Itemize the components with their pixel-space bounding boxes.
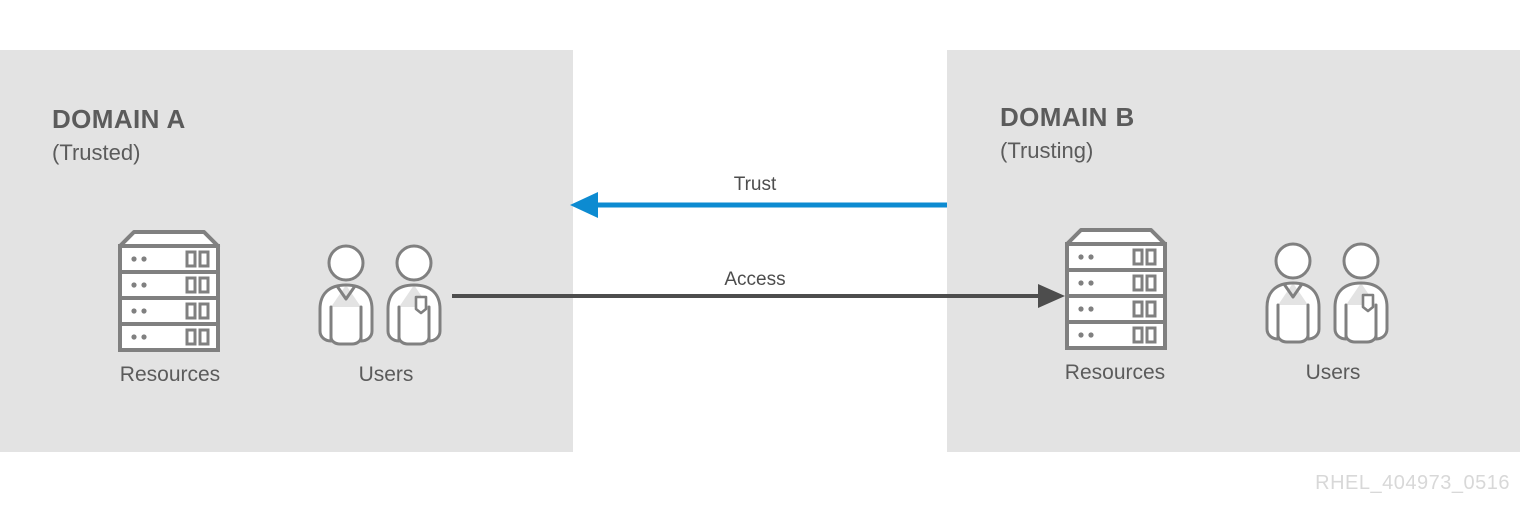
watermark-text: RHEL_404973_0516 xyxy=(1315,472,1510,494)
domain-a-title: DOMAIN A xyxy=(52,104,186,134)
domain-a-resources-label: Resources xyxy=(119,363,221,386)
access-label: Access xyxy=(724,269,786,290)
domain-b-subtitle: (Trusting) xyxy=(1000,138,1094,163)
domain-b-resources-label: Resources xyxy=(1064,361,1166,384)
trust-label: Trust xyxy=(733,174,777,195)
trust-arrow xyxy=(570,192,947,218)
domain-a-subtitle: (Trusted) xyxy=(52,140,141,165)
domain-a-resources-icon xyxy=(118,230,220,352)
domain-b-panel xyxy=(947,50,1520,452)
domain-a-users-icon xyxy=(318,244,442,346)
access-arrow xyxy=(452,284,1065,308)
domain-a-users-label: Users xyxy=(358,363,414,386)
domain-b-users-label: Users xyxy=(1305,361,1361,384)
domain-a-panel xyxy=(0,50,573,452)
domain-b-resources-icon xyxy=(1065,228,1167,350)
domain-b-title: DOMAIN B xyxy=(1000,102,1135,132)
domain-b-users-icon xyxy=(1265,242,1389,344)
